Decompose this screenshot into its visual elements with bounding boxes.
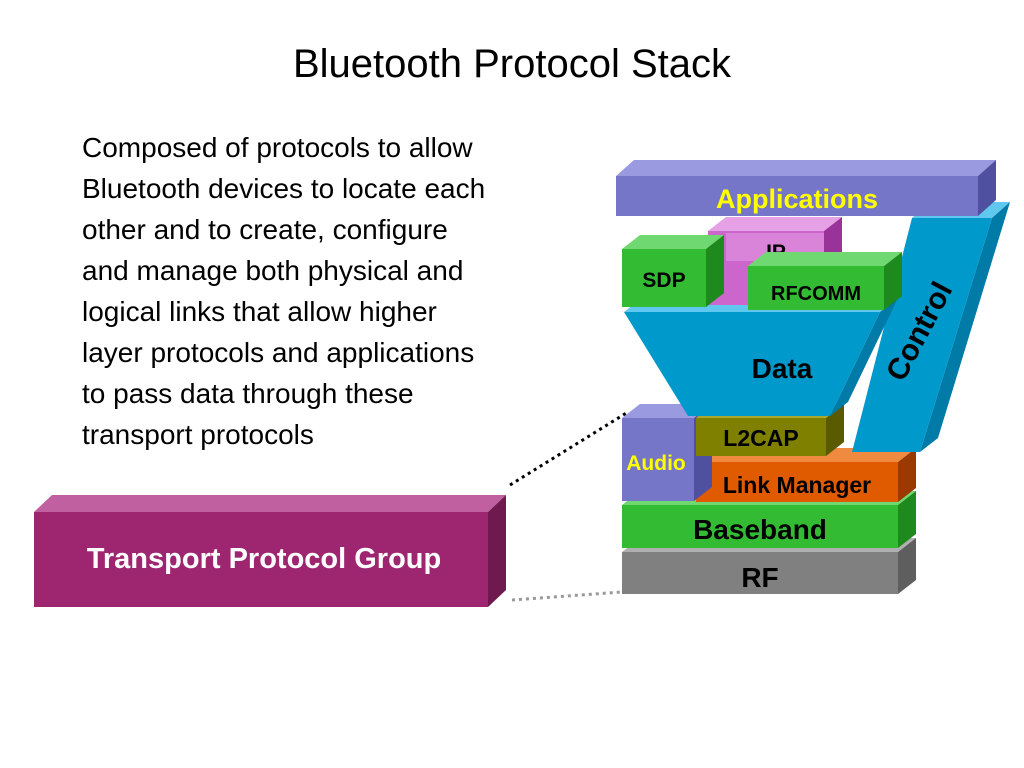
description-line: to pass data through these <box>82 378 414 409</box>
applications-label: Applications <box>716 184 878 214</box>
description-line: and manage both physical and <box>82 255 464 286</box>
data-label: Data <box>752 353 813 384</box>
rf-label: RF <box>741 562 778 593</box>
transport-protocol-group-box: Transport Protocol Group <box>34 495 506 607</box>
link-manager-layer: Link Manager <box>696 448 916 502</box>
rfcomm-label: RFCOMM <box>771 283 861 305</box>
sdp-layer: SDP <box>622 235 724 307</box>
description-text: Composed of protocols to allow Bluetooth… <box>82 127 582 455</box>
connector-line-bottom <box>511 590 623 602</box>
description-line: Composed of protocols to allow <box>82 132 473 163</box>
page-title: Bluetooth Protocol Stack <box>292 42 732 86</box>
connector-line-top <box>509 410 629 487</box>
description-line: layer protocols and applications <box>82 337 475 368</box>
sdp-label: SDP <box>642 269 685 292</box>
link-manager-label: Link Manager <box>723 472 871 498</box>
data-funnel: Data <box>624 298 898 416</box>
description-line: logical links that allow higher <box>82 296 437 327</box>
description-line: other and to create, configure <box>82 214 448 245</box>
description-line: Bluetooth devices to locate each <box>82 173 486 204</box>
audio-label: Audio <box>626 452 685 475</box>
transport-protocol-group-label: Transport Protocol Group <box>87 543 441 575</box>
rfcomm-layer: RFCOMM <box>748 252 902 310</box>
baseband-label: Baseband <box>693 514 827 545</box>
l2cap-label: L2CAP <box>723 425 798 451</box>
applications-layer: Applications <box>616 160 996 216</box>
description-line: transport protocols <box>82 419 314 450</box>
